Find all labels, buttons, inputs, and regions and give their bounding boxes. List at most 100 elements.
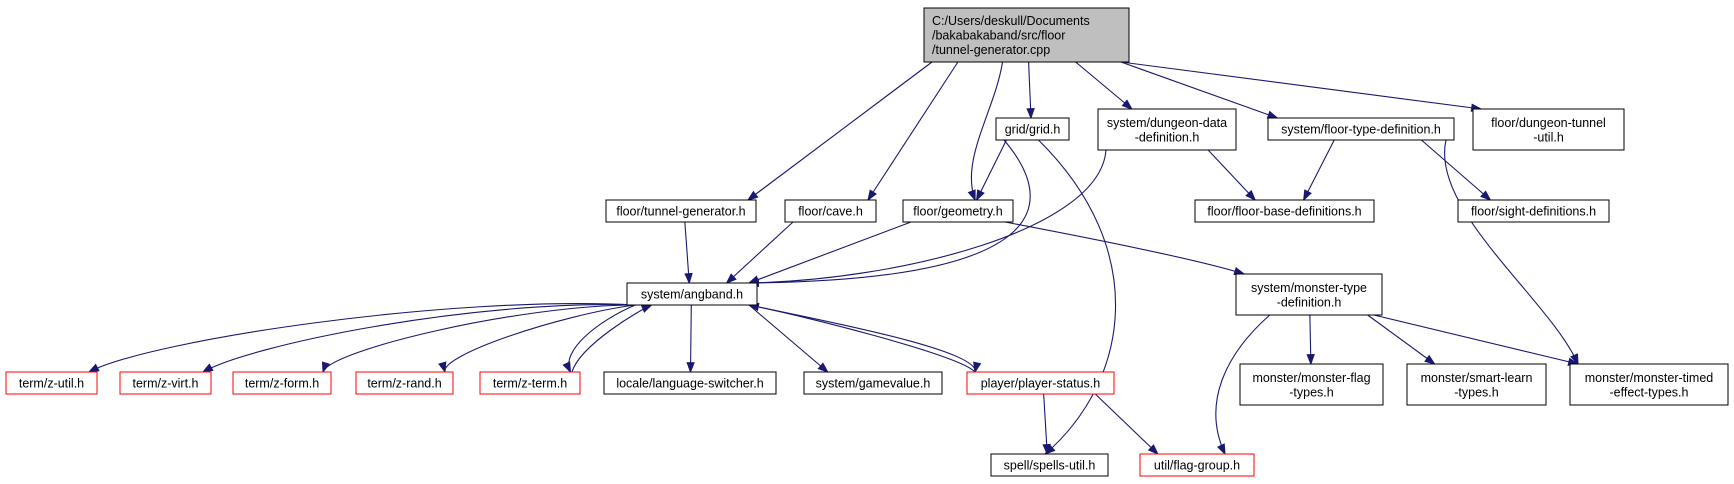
node-label-line: -definition.h (1135, 130, 1200, 144)
node-box (119, 371, 212, 395)
node-label-line: floor/geometry.h (913, 205, 1002, 219)
node-z-rand[interactable]: term/z-rand.h (355, 371, 454, 395)
edge-monster-type-to-smart-learn (1367, 314, 1436, 365)
edge-root-to-dungeon-tunnel (1120, 61, 1483, 112)
node-smart-learn[interactable]: monster/smart-learn-types.h (1406, 363, 1547, 406)
node-label-line: player/player-status.h (981, 377, 1101, 391)
node-z-util[interactable]: term/z-util.h (5, 371, 98, 395)
node-geometry[interactable]: floor/geometry.h (902, 199, 1014, 223)
node-monster-flag[interactable]: monster/monster-flag-types.h (1239, 363, 1384, 406)
edge-arrowhead (1026, 107, 1035, 120)
node-label-line: floor/cave.h (798, 205, 863, 219)
edge-arrowhead (640, 304, 653, 313)
edge-arrowhead (321, 361, 331, 374)
edge-line (1303, 139, 1335, 201)
edge-arrowhead (1042, 443, 1051, 456)
edge-angband-to-z-term (562, 304, 636, 374)
node-box (784, 199, 877, 223)
edge-root-to-geometry (967, 61, 1004, 202)
edge-tunnel-gen-h-to-angband (684, 221, 693, 285)
edge-dungeon-data-to-floor-base (1207, 149, 1257, 202)
node-gamevalue[interactable]: system/gamevalue.h (803, 371, 943, 395)
node-box (1097, 108, 1237, 151)
node-label-line: locale/language-switcher.h (616, 377, 763, 391)
node-label-line: term/z-term.h (493, 377, 567, 391)
node-label-line: /bakabakaband/src/floor (932, 29, 1065, 43)
node-label-line: util/flag-group.h (1154, 459, 1240, 473)
edge-arrowhead (867, 189, 877, 202)
edge-player-status-to-flag-group (1094, 393, 1159, 455)
edge-line (726, 221, 794, 284)
edge-root-to-cave (867, 61, 959, 202)
node-label-line: system/dungeon-data (1107, 116, 1227, 130)
edge-arrowhead (1424, 354, 1436, 365)
node-box (902, 199, 1014, 223)
edge-line (1043, 393, 1048, 455)
node-box (1457, 199, 1610, 223)
node-dungeon-data[interactable]: system/dungeon-data-definition.h (1097, 108, 1237, 151)
edge-line (202, 304, 636, 373)
edge-root-to-grid (1026, 61, 1035, 120)
edge-line (748, 304, 829, 373)
node-monster-type[interactable]: system/monster-type-definition.h (1235, 273, 1383, 316)
node-sight[interactable]: floor/sight-definitions.h (1457, 199, 1610, 223)
edge-arrowhead (1147, 444, 1159, 455)
node-player-status[interactable]: player/player-status.h (966, 371, 1115, 395)
edge-arrowhead (1302, 189, 1312, 202)
node-z-virt[interactable]: term/z-virt.h (119, 371, 212, 395)
node-box (1235, 273, 1383, 316)
edge-arrowhead (562, 361, 572, 374)
node-language[interactable]: locale/language-switcher.h (603, 371, 777, 395)
node-label-line: term/z-form.h (245, 377, 319, 391)
edge-arrowhead (1121, 99, 1133, 110)
edge-line (748, 304, 976, 373)
edge-cave-to-angband (725, 221, 794, 284)
edge-geometry-to-angband (747, 221, 912, 284)
node-tunnel-gen-h[interactable]: floor/tunnel-generator.h (605, 199, 757, 223)
node-cave[interactable]: floor/cave.h (784, 199, 877, 223)
node-grid[interactable]: grid/grid.h (995, 117, 1070, 141)
node-angband[interactable]: system/angband.h (626, 282, 758, 306)
edge-floor-type-to-sight (1421, 139, 1492, 201)
edge-angband-to-language (686, 304, 695, 374)
node-flag-group[interactable]: util/flag-group.h (1139, 453, 1255, 477)
node-label-line: system/angband.h (641, 288, 743, 302)
node-floor-type[interactable]: system/floor-type-definition.h (1267, 117, 1455, 141)
edge-line (1207, 149, 1256, 201)
node-z-term[interactable]: term/z-term.h (479, 371, 581, 395)
edge-monster-type-to-monster-timed (1373, 314, 1580, 366)
edge-arrowhead (746, 190, 759, 201)
node-label-line: grid/grid.h (1005, 123, 1061, 137)
node-z-form[interactable]: term/z-form.h (232, 371, 332, 395)
edge-line (748, 221, 912, 284)
node-label-line: monster/smart-learn (1421, 371, 1533, 385)
edge-line (1094, 393, 1159, 455)
node-label-line: monster/monster-flag (1252, 371, 1370, 385)
edge-floor-type-to-floor-base (1302, 139, 1335, 202)
node-box (1267, 117, 1455, 141)
node-dungeon-tunnel[interactable]: floor/dungeon-tunnel-util.h (1472, 108, 1625, 151)
edge-arrowhead (1570, 353, 1579, 366)
node-box (923, 7, 1130, 63)
edge-line (1215, 314, 1271, 455)
edge-arrowhead (1306, 354, 1315, 366)
edge-line (748, 149, 1107, 284)
edge-arrowhead (1245, 189, 1257, 202)
edge-floor-type-to-monster-timed (1444, 139, 1579, 366)
edge-line (970, 61, 1004, 201)
node-label-line: floor/tunnel-generator.h (616, 205, 745, 219)
node-box (990, 453, 1109, 477)
node-label-line: monster/monster-timed (1585, 371, 1714, 385)
node-floor-base[interactable]: floor/floor-base-definitions.h (1194, 199, 1375, 223)
edge-arrowhead (1266, 110, 1279, 119)
node-label-line: floor/sight-definitions.h (1471, 205, 1596, 219)
node-box (966, 371, 1115, 395)
edge-angband-to-z-rand (438, 304, 636, 374)
node-root[interactable]: C:/Users/deskull/Documents/bakabakaband/… (923, 7, 1130, 63)
edge-line (1120, 61, 1278, 119)
node-spells-util[interactable]: spell/spells-util.h (990, 453, 1109, 477)
node-label-line: -types.h (1454, 385, 1499, 399)
node-box (1139, 453, 1255, 477)
node-monster-timed[interactable]: monster/monster-timed-effect-types.h (1569, 363, 1729, 406)
node-label-line: floor/floor-base-definitions.h (1207, 205, 1361, 219)
